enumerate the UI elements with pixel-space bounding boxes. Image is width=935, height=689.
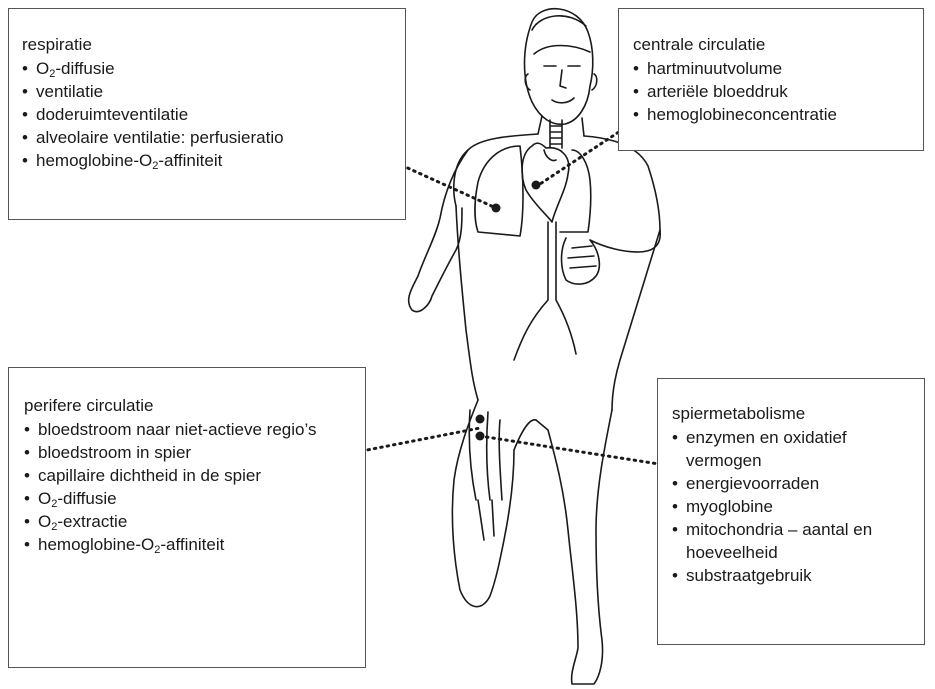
lung-marker-dot (492, 204, 501, 213)
list-item: doderuimteventilatie (22, 103, 405, 126)
left-leg-muscles (469, 410, 502, 540)
right-arm-outline (562, 238, 639, 284)
list-item: substraatgebruik (672, 564, 912, 587)
leader-muscle (480, 436, 665, 465)
box-title: respiratie (22, 33, 405, 56)
item-list: enzymen en oxidatief vermogen energievoo… (672, 426, 912, 587)
central-circulation-box: centrale circulatie hartminuutvolume art… (618, 8, 924, 151)
list-item: arteriële bloeddruk (633, 80, 923, 103)
list-item: hartminuutvolume (633, 57, 923, 80)
torso-outline (454, 134, 660, 252)
list-item: O2-diffusie (24, 487, 344, 510)
respiration-box: respiratie O2-diffusie ventilatie doderu… (8, 8, 406, 220)
list-item: bloedstroom naar niet-actieve regio’s (24, 418, 344, 441)
lungs-outline (475, 146, 591, 236)
list-item: hemoglobineconcentratie (633, 103, 923, 126)
item-list: bloedstroom naar niet-actieve regio’s bl… (24, 418, 344, 556)
thigh-upper-marker-dot (476, 415, 485, 424)
left-leg-outline (452, 400, 514, 607)
list-item: O2-diffusie (22, 57, 405, 80)
list-item: hemoglobine-O2-affiniteit (22, 149, 405, 172)
heart-outline (522, 143, 569, 222)
heart-marker-dot (532, 181, 541, 190)
box-title: spiermetabolisme (672, 402, 924, 425)
list-item: ventilatie (22, 80, 405, 103)
list-item: myoglobine (672, 495, 912, 518)
item-list: O2-diffusie ventilatie doderuimteventila… (22, 57, 405, 172)
hair-outline (532, 16, 590, 54)
muscle-metabolism-box: spiermetabolisme enzymen en oxidatief ve… (657, 378, 925, 645)
right-leg-outline (536, 410, 612, 684)
list-item: alveolaire ventilatie: perfusieratio (22, 126, 405, 149)
list-item: capillaire dichtheid in de spier (24, 464, 344, 487)
list-item: energievoorraden (672, 472, 912, 495)
list-item: hemoglobine-O2-affiniteit (24, 533, 344, 556)
face-features (525, 66, 597, 103)
aorta-vessels (514, 222, 576, 360)
thigh-lower-marker-dot (476, 432, 485, 441)
peripheral-circulation-box: perifere circulatie bloedstroom naar nie… (8, 367, 366, 668)
box-title: perifere circulatie (24, 394, 365, 417)
list-item: mitochondria – aantal en hoeveelheid (672, 518, 912, 564)
item-list: hartminuutvolume arteriële bloeddruk hem… (633, 57, 923, 126)
list-item: enzymen en oxidatief vermogen (672, 426, 912, 472)
left-arm-outline (409, 150, 468, 312)
hips-outline (456, 206, 660, 410)
list-item: bloedstroom in spier (24, 441, 344, 464)
list-item: O2-extractie (24, 510, 344, 533)
box-title: centrale circulatie (633, 33, 923, 56)
